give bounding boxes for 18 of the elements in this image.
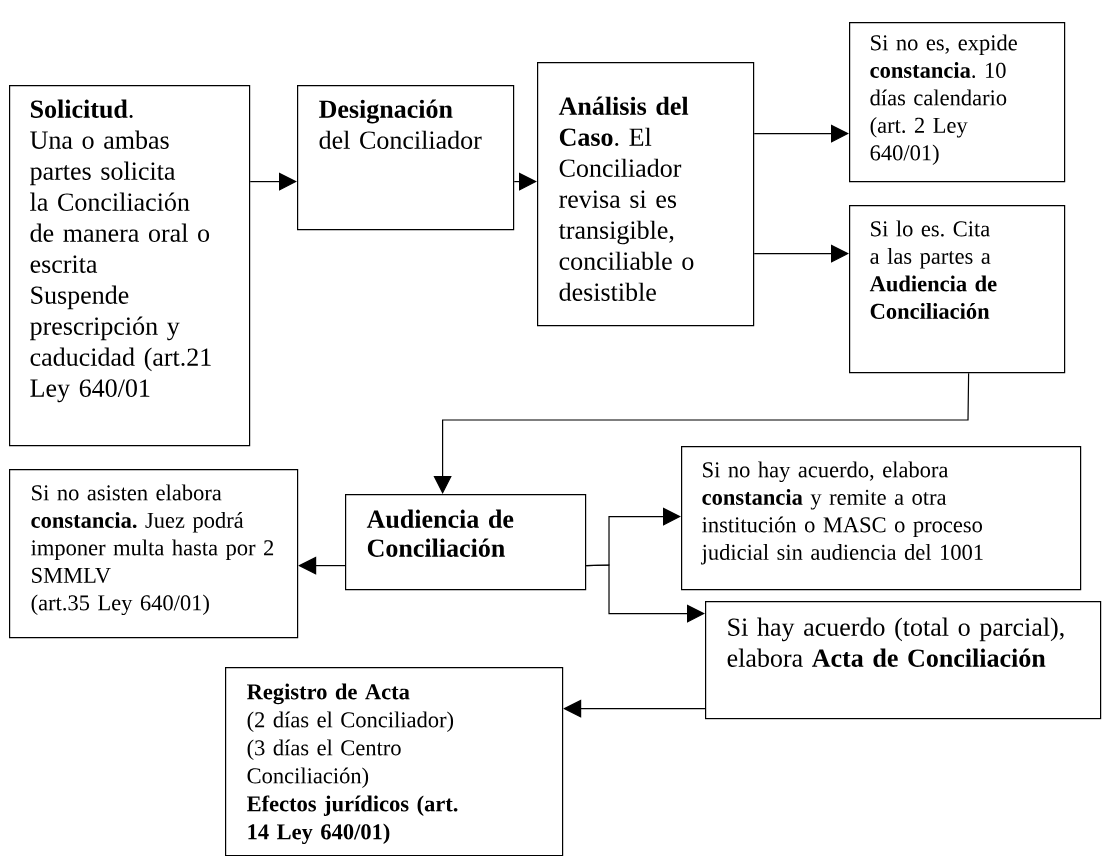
arrow	[563, 699, 706, 718]
process-box: Designación del Conciliador	[297, 85, 515, 231]
process-box: Audiencia de Conciliación	[345, 494, 587, 591]
arrow	[298, 556, 346, 575]
arrow	[513, 172, 537, 191]
arrow	[753, 244, 849, 263]
process-box: Solicitud. Una o ambas partes solicita la Conciliación de manera oral o escrita Suspende prescripción y caducidad (art.21 Ley 640/01	[9, 85, 251, 447]
arrow	[433, 372, 970, 494]
arrow	[249, 172, 297, 191]
process-box: Análisis del Caso. El Conciliador revisa si es transigible, conciliable o desistible	[537, 62, 755, 327]
arrow	[753, 124, 849, 143]
process-box: Si no asisten elabora constancia. Juez podrá imponer multa hasta por 2 SMMLV (art.35 Ley 640/01)	[9, 469, 299, 639]
process-box: Si lo es. Cita a las partes a Audiencia de Conciliación	[849, 205, 1066, 374]
process-box: Si no es, expide constancia. 10 días calendario (art. 2 Ley 640/01)	[849, 22, 1066, 183]
arrow	[585, 564, 705, 623]
process-box: Registro de Acta (2 días el Conciliador) (3 días el Centro Conciliación) Efectos jurídicos (art. 14 Ley 640/01)	[225, 667, 564, 856]
process-box: Si hay acuerdo (total o parcial), elabora Acta de Conciliación	[705, 601, 1102, 720]
process-box: Si no hay acuerdo, elabora constancia y remite a otra institución o MASC o proceso judicial sin audiencia del 1001	[681, 446, 1082, 591]
